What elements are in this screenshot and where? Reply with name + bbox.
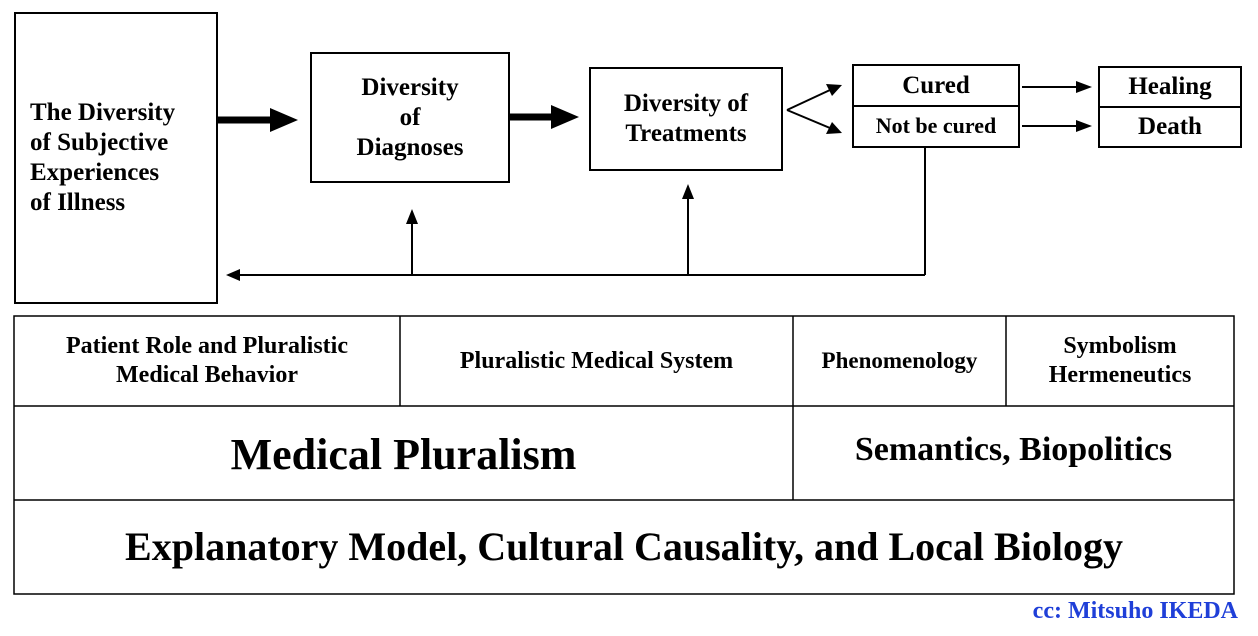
cell-pluralistic-system: Pluralistic Medical System	[400, 316, 793, 406]
feedback-arrow-head	[226, 269, 240, 281]
medical-pluralism-label: Medical Pluralism	[230, 430, 577, 480]
treatments-line-2: Treatments	[625, 120, 747, 147]
branch-arrow-down-head	[826, 122, 842, 134]
up-arrow-treatments-head	[682, 184, 694, 199]
credit-label: cc: Mitsuho IKEDA	[1032, 598, 1238, 624]
semantics-label: Semantics, Biopolitics	[854, 431, 1173, 468]
treatments-line-1: Diversity of	[623, 90, 749, 117]
branch-arrow-up-head	[826, 84, 842, 96]
phenomenology-label: Phenomenology	[821, 348, 978, 374]
cell-semantics: Semantics, Biopolitics	[793, 406, 1234, 500]
thick-arrow-1-head	[270, 108, 298, 132]
symbolism-line-1: Symbolism	[1063, 333, 1177, 360]
up-arrow-diagnoses-head	[406, 209, 418, 224]
subjective-line-1: The Diversity	[30, 99, 176, 126]
cell-phenomenology: Phenomenology	[793, 316, 1006, 406]
arrow-cured-healing-head	[1076, 81, 1092, 93]
subjective-experience-box: The Diversity of Subjective Experiences …	[14, 12, 218, 304]
cell-explanatory: Explanatory Model, Cultural Causality, a…	[14, 500, 1234, 594]
cell-medical-pluralism: Medical Pluralism	[14, 406, 793, 500]
patient-role-line-2: Medical Behavior	[116, 362, 298, 388]
symbolism-line-2: Hermeneutics	[1048, 362, 1192, 388]
cured-label: Cured	[854, 66, 1018, 107]
branch-arrow-down-shaft	[786, 109, 831, 129]
patient-role-line-1: Patient Role and Pluralistic	[66, 333, 348, 360]
table-outline	[13, 315, 1235, 595]
death-label: Death	[1138, 113, 1202, 140]
treatments-box: Diversity of Treatments	[589, 67, 783, 171]
not-cured-label: Not be cured	[875, 113, 997, 139]
branch-arrow-up-shaft	[786, 89, 831, 111]
subjective-line-3: Experiences	[30, 159, 160, 186]
subjective-line-2: of Subjective	[30, 129, 169, 156]
healing-label: Healing	[1100, 68, 1240, 108]
outcome-box: Cured Not be cured	[852, 64, 1020, 148]
diagnoses-line-2: of	[399, 103, 421, 131]
explanatory-label: Explanatory Model, Cultural Causality, a…	[125, 524, 1123, 569]
diagnoses-box: Diversity of Diagnoses	[310, 52, 510, 183]
subjective-line-4: of Illness	[30, 189, 126, 216]
diagnoses-line-1: Diversity	[361, 73, 459, 101]
final-outcome-box: Healing Death	[1098, 66, 1242, 148]
pluralistic-system-label: Pluralistic Medical System	[459, 347, 734, 374]
diagnoses-line-3: Diagnoses	[356, 133, 464, 161]
cell-patient-role: Patient Role and Pluralistic Medical Beh…	[14, 316, 400, 406]
cell-symbolism: Symbolism Hermeneutics	[1006, 316, 1234, 406]
arrow-notcured-death-head	[1076, 120, 1092, 132]
flow-arrows	[218, 81, 1092, 281]
thick-arrow-2-head	[551, 105, 579, 129]
